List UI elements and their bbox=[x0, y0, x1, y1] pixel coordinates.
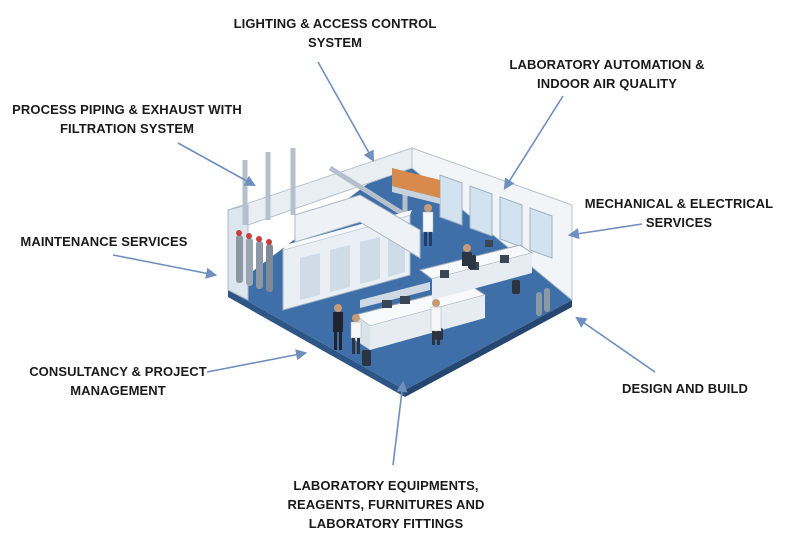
floor-edge-right bbox=[405, 300, 572, 397]
center-wall bbox=[294, 194, 421, 259]
label-consultancy: CONSULTANCY & PROJECT MANAGEMENT bbox=[20, 362, 216, 400]
label-line: MAINTENANCE SERVICES bbox=[20, 234, 188, 249]
label-design-build: DESIGN AND BUILD bbox=[600, 379, 770, 398]
label-line: CONSULTANCY & PROJECT bbox=[29, 364, 207, 379]
floor-edge bbox=[228, 290, 405, 397]
label-maintenance: MAINTENANCE SERVICES bbox=[8, 232, 200, 251]
label-line: MECHANICAL & ELECTRICAL bbox=[584, 196, 774, 211]
label-lab-equipment: LABORATORY EQUIPMENTS, REAGENTS, FURNITU… bbox=[272, 476, 500, 533]
label-line: FILTRATION SYSTEM bbox=[59, 121, 195, 136]
label-mechanical-electrical: MECHANICAL & ELECTRICAL SERVICES bbox=[579, 194, 779, 232]
person-seated bbox=[462, 244, 472, 266]
label-line: PROCESS PIPING & EXHAUST WITH bbox=[12, 102, 242, 117]
label-line: SYSTEM bbox=[307, 35, 363, 50]
label-process-piping: PROCESS PIPING & EXHAUST WITH FILTRATION… bbox=[4, 100, 250, 138]
person-left bbox=[333, 304, 343, 350]
label-line: LABORATORY FITTINGS bbox=[308, 516, 464, 531]
lab-people bbox=[333, 204, 472, 354]
label-line: LABORATORY EQUIPMENTS, bbox=[293, 478, 479, 493]
label-line: SERVICES bbox=[645, 215, 713, 230]
label-lab-automation: LABORATORY AUTOMATION & INDOOR AIR QUALI… bbox=[486, 55, 728, 93]
fume-hood bbox=[392, 168, 440, 198]
gas-cylinders bbox=[236, 230, 550, 316]
person-coat bbox=[430, 299, 442, 345]
label-line: DESIGN AND BUILD bbox=[621, 381, 749, 396]
label-line: LABORATORY AUTOMATION & bbox=[509, 57, 705, 72]
person-center bbox=[350, 314, 362, 354]
person-back bbox=[422, 204, 434, 246]
label-lighting-access-control: LIGHTING & ACCESS CONTROL SYSTEM bbox=[217, 14, 453, 52]
label-line: MANAGEMENT bbox=[70, 383, 166, 398]
label-line: LIGHTING & ACCESS CONTROL bbox=[233, 16, 437, 31]
label-line: INDOOR AIR QUALITY bbox=[537, 76, 677, 91]
label-line: REAGENTS, FURNITURES AND bbox=[287, 497, 485, 512]
